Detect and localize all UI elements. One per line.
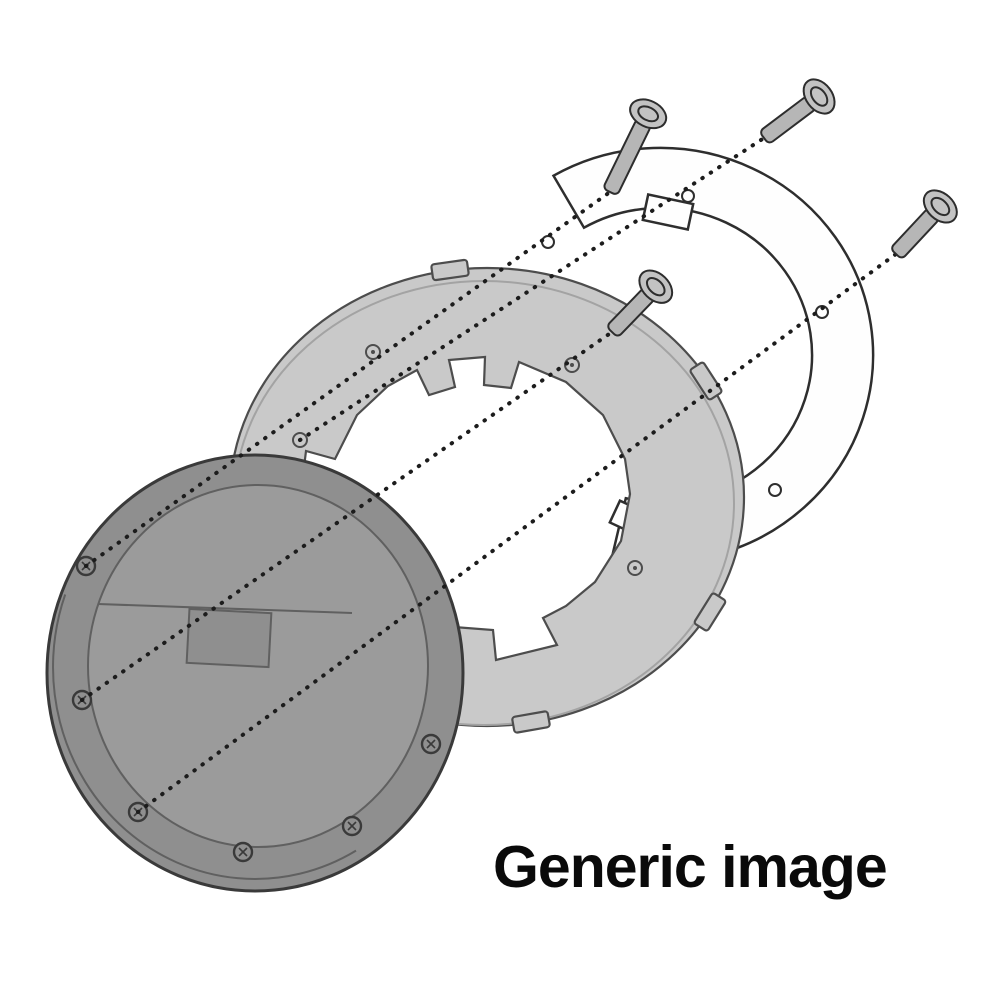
screw-socket-icon: [645, 277, 666, 297]
screw-socket-icon: [809, 86, 829, 107]
phillips-cross-icon: [347, 821, 357, 831]
adapter-ring-tab: [511, 710, 551, 734]
base-plate-lock-housing: [185, 607, 273, 669]
screw-socket-icon: [930, 196, 951, 217]
mounting-screw: [760, 78, 836, 144]
base-plate-seam-line: [97, 603, 353, 614]
adapter-ring-screw-hole-center: [570, 363, 574, 367]
screw-socket-icon: [637, 105, 659, 123]
adapter-ring-tab: [693, 592, 727, 632]
phillips-cross-icon: [238, 847, 248, 857]
phillips-cross-icon: [426, 739, 436, 749]
adapter-ring-tab: [689, 361, 723, 401]
mounting-screw: [607, 269, 674, 337]
screw-head: [638, 269, 674, 304]
screw-head: [802, 78, 836, 115]
adapter-ring-screw-hole-center: [633, 566, 637, 570]
screw-head: [922, 189, 958, 224]
alignment-dotted-line: [298, 136, 766, 442]
alignment-dotted-line: [136, 252, 898, 814]
metal-ring-screw-hole: [768, 483, 782, 497]
mounting-screw: [603, 98, 668, 195]
mounting-screws: [603, 78, 958, 337]
metal-ring-screw-hole: [681, 189, 695, 203]
tank-bag-base-plate: [45, 453, 465, 893]
caption-text: Generic image: [493, 834, 888, 900]
assembly-alignment-lines: [80, 136, 898, 814]
adapter-ring-tab: [430, 258, 470, 282]
screw-head: [629, 98, 668, 130]
metal-ring-screw-hole: [541, 235, 555, 249]
alignment-dotted-line: [84, 190, 612, 568]
adapter-ring-screw-hole-center: [371, 350, 375, 354]
mounting-screw: [891, 189, 958, 259]
metal-ring-screw-hole: [815, 305, 829, 319]
base-plate-depth-edge: [52, 594, 357, 880]
